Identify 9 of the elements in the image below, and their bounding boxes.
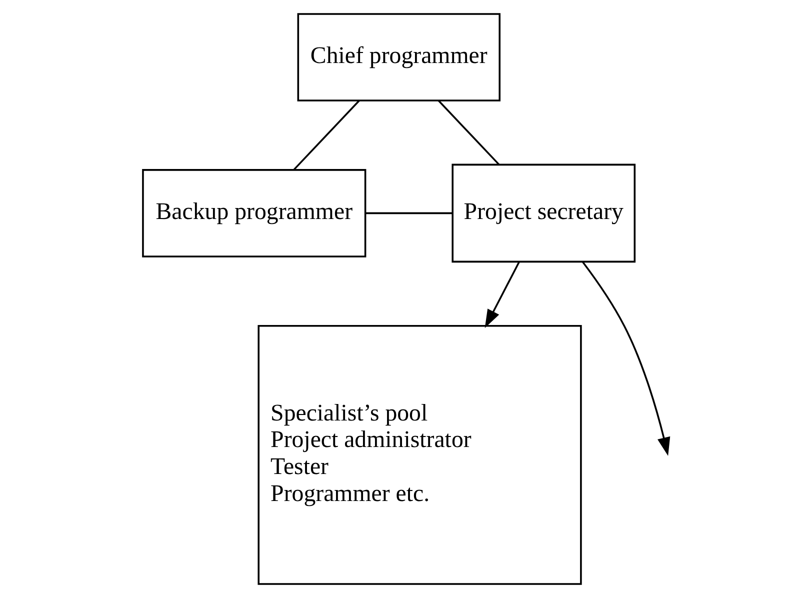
node-box: Project secretary — [451, 164, 636, 263]
node-box: Specialist’s pool Project administrator Tester Programmer etc. — [257, 324, 582, 585]
node-box: Chief programmer — [296, 13, 500, 102]
arrow — [581, 261, 670, 456]
arrow — [484, 261, 520, 328]
connector — [293, 100, 360, 170]
connector — [437, 100, 500, 166]
connector — [365, 212, 452, 214]
node-box: Backup programmer — [142, 169, 366, 258]
